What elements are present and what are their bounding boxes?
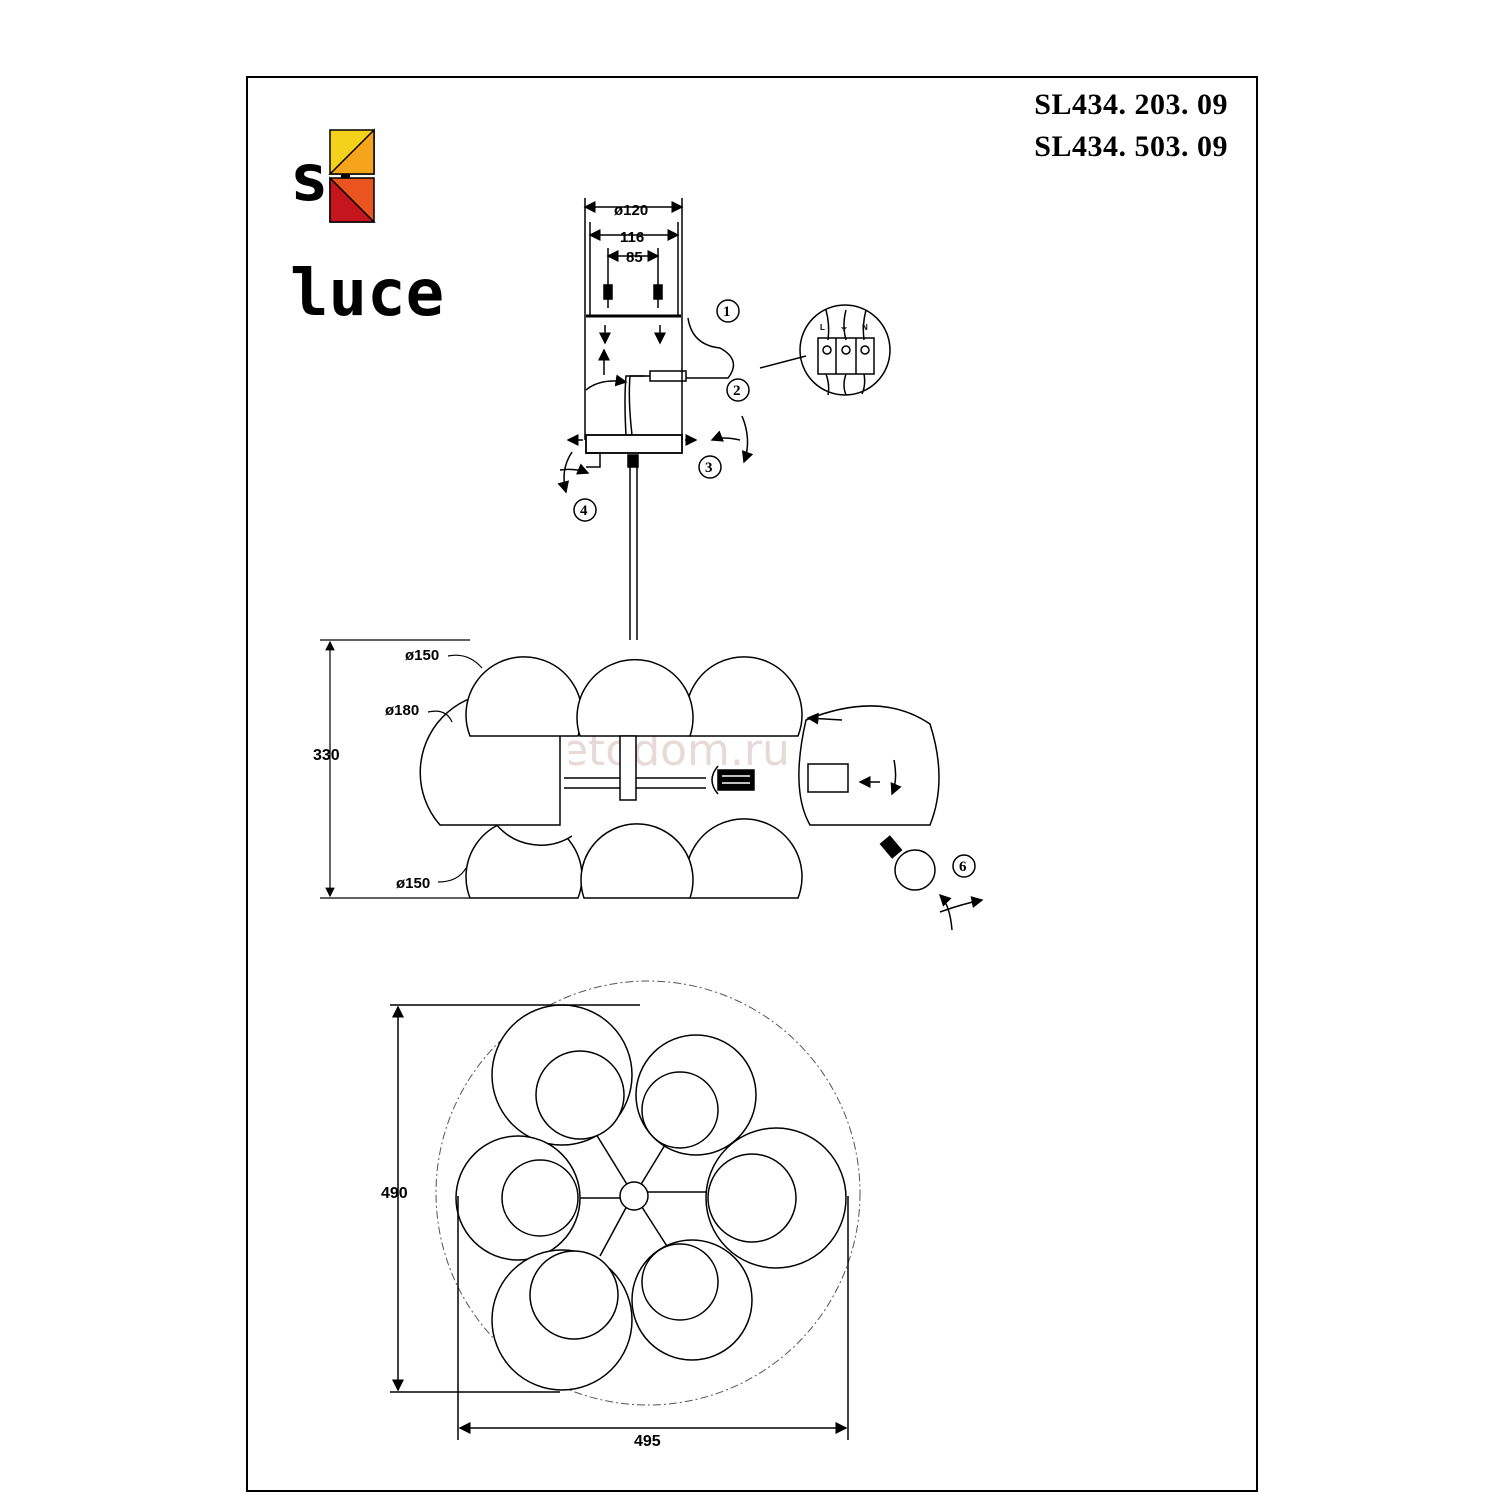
chandelier-elevation [419,656,940,899]
step-number-2: 2 [733,383,741,399]
brand-text-luce: luce [290,257,444,331]
step-number-1: 1 [723,304,731,320]
elevation-dimensions [320,639,483,899]
wiring-detail [759,304,891,396]
dim-plan-depth: 490 [381,1185,408,1202]
terminal-label-neutral: N [862,323,868,332]
shade-middle-right [798,705,940,826]
chandelier-plan-view [390,980,861,1440]
step-number-3: 3 [705,460,713,476]
shade-top-right [685,656,803,737]
terminal-label-ground: ⏚ [840,323,848,332]
step-number-6: 6 [959,859,967,875]
step-number-4: 4 [580,503,588,519]
dim-plan-width: 495 [634,1433,661,1450]
step-marker-1 [716,299,740,323]
terminal-label-live: L [820,323,825,332]
shade-bottom-right [685,818,803,899]
step-marker-4 [573,498,597,522]
plan-outline-circle [435,980,861,1406]
brand-color-tiles [328,128,376,223]
drawing-sheet-border [246,76,1258,1492]
dim-mount-holes: 85 [626,249,643,266]
shade-top-left [465,656,583,737]
step-marker-6 [952,854,976,878]
dim-shade-bottom: ø150 [396,875,430,892]
bulb-icon [879,835,984,931]
ceiling-mount [557,198,754,640]
model-number-2: SL434. 503. 09 [1034,130,1228,163]
brand-logo: st luce [290,128,444,331]
step-marker-2 [726,378,750,402]
dim-height: 330 [313,747,340,764]
model-number-1: SL434. 203. 09 [1034,88,1228,121]
shade-bottom-center [580,823,694,899]
shade-top-center [576,658,694,737]
dim-canopy-diameter: ø120 [614,202,648,219]
step-marker-3 [698,455,722,479]
dim-shade-middle: ø180 [385,702,419,719]
dim-canopy-inner: 116 [620,229,644,246]
dim-shade-top: ø150 [405,647,439,664]
